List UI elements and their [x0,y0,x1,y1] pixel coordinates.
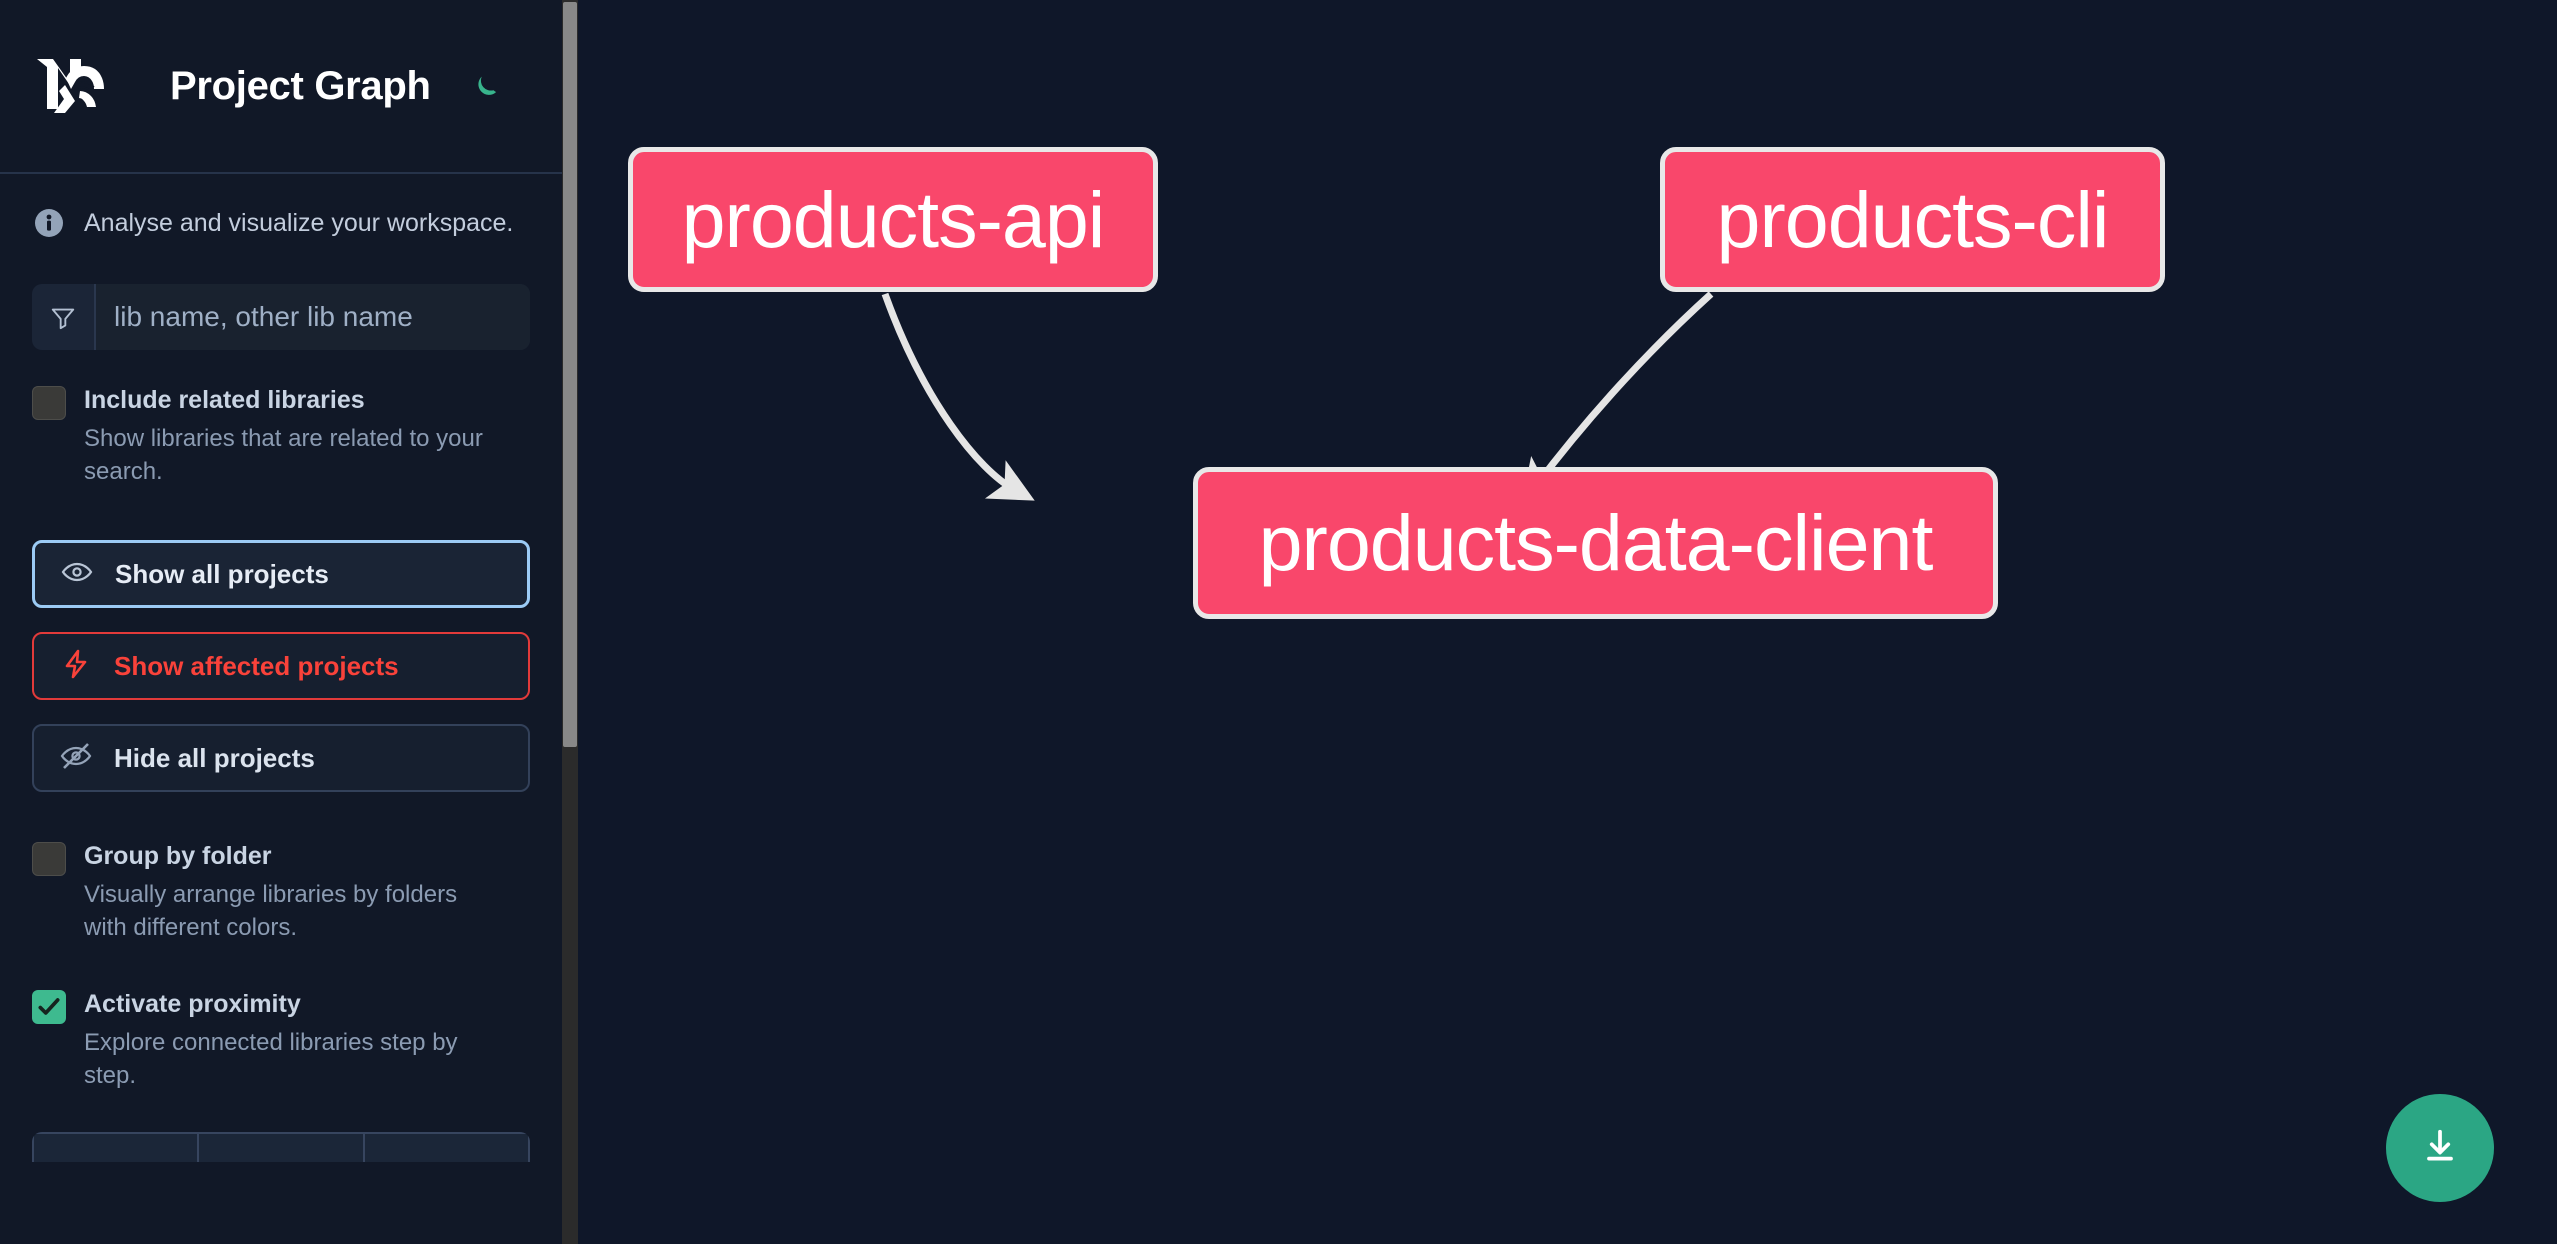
download-icon [2418,1124,2462,1173]
option-include-related-libraries[interactable]: Include related libraries Show libraries… [32,382,530,488]
hide-all-projects-label: Hide all projects [114,742,315,773]
eye-icon [61,556,93,593]
eye-off-icon [60,740,92,777]
sidebar: Project Graph Analy [0,0,578,1244]
node-products-api[interactable]: products-api [628,147,1158,292]
node-products-cli[interactable]: products-cli [1660,147,2165,292]
option-description: Show libraries that are related to your … [84,425,483,485]
info-icon [32,206,66,240]
checkbox-group-by-folder[interactable] [32,842,66,876]
sidebar-scrollbar-thumb[interactable] [563,2,577,747]
hide-all-projects-button[interactable]: Hide all projects [32,724,530,792]
show-all-projects-button[interactable]: Show all projects [32,540,530,608]
edge-products-cli-to-data-client [1521,291,1714,505]
filter-icon [32,284,96,350]
show-affected-projects-button[interactable]: Show affected projects [32,632,530,700]
option-activate-proximity[interactable]: Activate proximity Explore connected lib… [32,986,530,1092]
node-label: products-data-client [1258,498,1934,587]
node-label: products-api [681,174,1106,264]
show-affected-projects-label: Show affected projects [114,650,399,681]
lightning-icon [60,648,92,685]
segment-option-1[interactable] [32,1132,198,1162]
segment-option-3[interactable] [362,1132,530,1162]
option-title: Include related libraries [84,386,365,414]
checkbox-include-related-libraries[interactable] [32,386,66,420]
option-description: Visually arrange libraries by folders wi… [84,881,458,941]
download-image-button[interactable] [2386,1094,2494,1202]
checkbox-activate-proximity[interactable] [32,990,66,1024]
node-label: products-cli [1716,174,2110,264]
search-input[interactable] [96,284,530,350]
node-products-data-client[interactable]: products-data-client [1193,467,1998,619]
sidebar-scrollbar-track[interactable] [562,0,578,1244]
sidebar-body: Analyse and visualize your workspace. In… [0,206,562,1162]
sidebar-header: Project Graph [0,0,562,174]
segment-option-2[interactable] [197,1132,363,1162]
sidebar-scroll-content: Project Graph Analy [0,0,562,1244]
filter-box[interactable] [32,284,530,350]
option-group-by-folder[interactable]: Group by folder Visually arrange librari… [32,838,530,944]
graph-edges [881,291,1714,505]
sidebar-tagline: Analyse and visualize your workspace. [84,208,514,237]
graph-canvas[interactable]: products-api products-cli products-data-… [578,0,2557,1244]
layout-segmented-control[interactable] [32,1132,530,1162]
option-description: Explore connected libraries step by step… [84,1029,458,1089]
moon-icon[interactable] [463,63,509,109]
show-all-projects-label: Show all projects [115,558,329,589]
option-title: Group by folder [84,842,272,870]
edge-products-api-to-data-client [881,292,1035,501]
page-title: Project Graph [170,63,431,108]
option-title: Activate proximity [84,990,301,1018]
tagline-row: Analyse and visualize your workspace. [32,206,530,240]
nx-logo-icon [32,55,128,117]
